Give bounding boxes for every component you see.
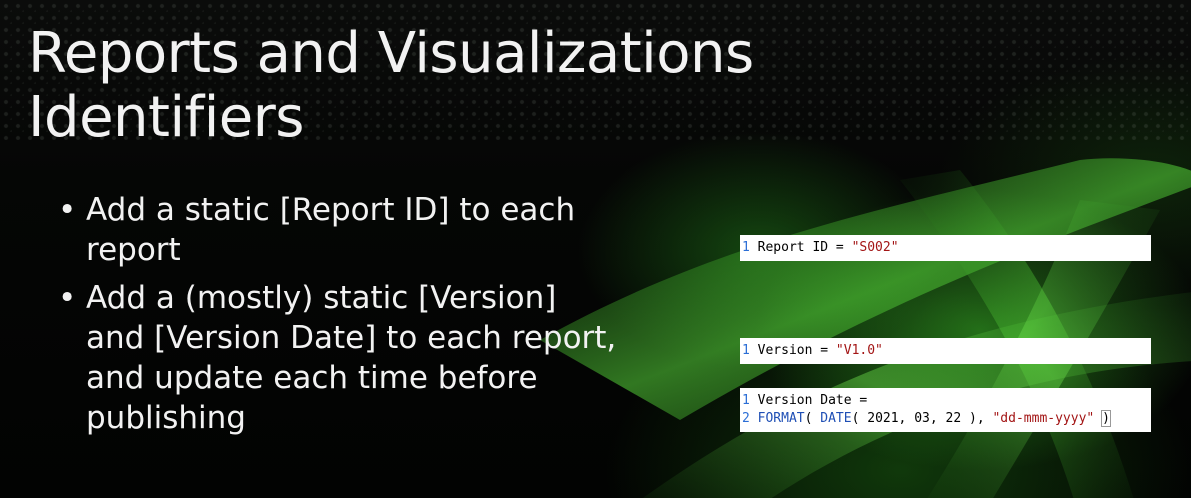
line-number: 1 bbox=[742, 393, 750, 408]
bullet-report-id: • Add a static [Report ID] to each repor… bbox=[58, 190, 618, 270]
bullet-dot-icon: • bbox=[58, 280, 77, 316]
bullet-text: Add a static [Report ID] to each report bbox=[86, 192, 576, 268]
slide-title: Reports and Visualizations Identifiers bbox=[28, 21, 754, 150]
bullet-text: Add a (mostly) static [Version] and [Ver… bbox=[86, 280, 617, 436]
bullet-version: • Add a (mostly) static [Version] and [V… bbox=[58, 278, 618, 438]
code-line: 1 Version = "V1.0" bbox=[742, 342, 1149, 360]
line-number: 1 bbox=[742, 240, 750, 255]
code-token: ( 2021, 03, 22 ), bbox=[851, 411, 993, 426]
code-token: ) bbox=[1101, 410, 1111, 427]
line-number: 1 bbox=[742, 343, 750, 358]
code-token: ( bbox=[804, 411, 821, 426]
code-token: "dd-mmm-yyyy" bbox=[992, 411, 1095, 426]
code-token: FORMAT bbox=[749, 411, 805, 426]
code-line: 2 FORMAT( DATE( 2021, 03, 22 ), "dd-mmm-… bbox=[742, 410, 1149, 428]
code-box-report-id: 1 Report ID = "S002" bbox=[740, 235, 1151, 261]
bullet-list: • Add a static [Report ID] to each repor… bbox=[58, 190, 618, 446]
code-box-version-date: 1 Version Date =2 FORMAT( DATE( 2021, 03… bbox=[740, 388, 1151, 432]
code-token: DATE bbox=[820, 411, 852, 426]
code-line: 1 Report ID = "S002" bbox=[742, 239, 1149, 257]
bullet-dot-icon: • bbox=[58, 192, 77, 228]
code-token: "V1.0" bbox=[835, 343, 883, 358]
line-number: 2 bbox=[742, 411, 750, 426]
code-token: Version Date = bbox=[749, 393, 868, 408]
code-token: Report ID = bbox=[749, 240, 852, 255]
hex-texture bbox=[0, 0, 1191, 140]
green-swoosh-graphic bbox=[540, 158, 1191, 498]
code-box-version: 1 Version = "V1.0" bbox=[740, 338, 1151, 364]
code-token: "S002" bbox=[851, 240, 899, 255]
code-token: Version = bbox=[749, 343, 836, 358]
code-line: 1 Version Date = bbox=[742, 392, 1149, 410]
code-token bbox=[1094, 411, 1102, 426]
